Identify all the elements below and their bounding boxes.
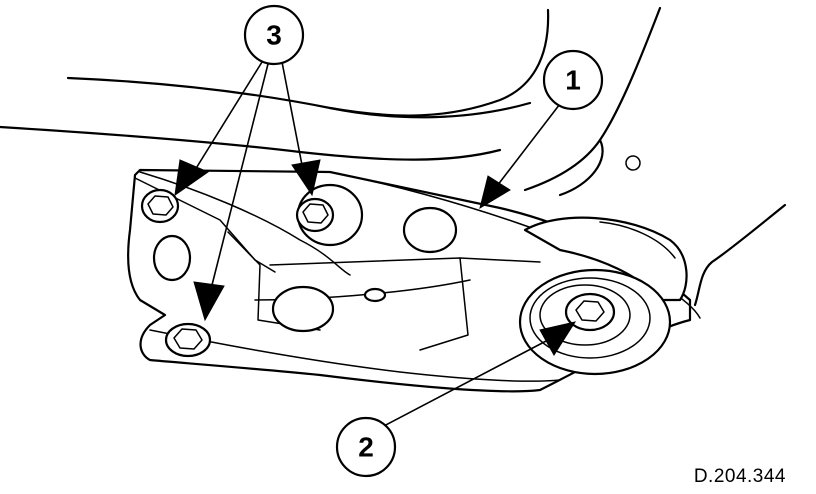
- bolt-head-lower: [164, 322, 212, 358]
- callout-3-label: 3: [266, 20, 282, 51]
- callout-2-label: 2: [358, 432, 374, 463]
- callout-leaders: [174, 61, 577, 429]
- callout-3: 3: [243, 4, 305, 66]
- figure-reference-code: D.204.344: [693, 466, 786, 487]
- callout-1-label: 1: [565, 65, 581, 96]
- pivot-bushing: [518, 268, 672, 376]
- bolt-head-center: [295, 197, 335, 233]
- callout-1: 1: [542, 49, 604, 111]
- bolt-head-left: [140, 188, 180, 224]
- chassis-outline: [0, 6, 787, 307]
- callout-2: 2: [335, 416, 397, 478]
